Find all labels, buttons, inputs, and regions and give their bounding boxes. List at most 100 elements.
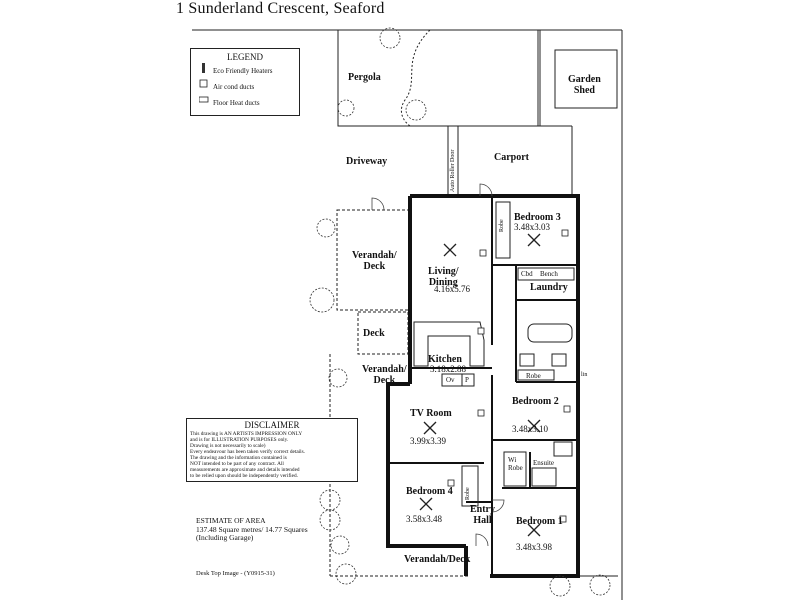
disclaimer-line: This drawing is AN ARTISTS IMPRESSION ON… [190,431,303,437]
living-dining-size: 4.16x5.76 [434,284,470,294]
estimate-line-2: (Including Garage) [196,533,254,542]
basin [519,353,535,367]
air-cond-duct-icon [559,515,567,523]
robe-b4-box [461,465,479,507]
air-cond-duct-icon [447,479,455,487]
tree-icon [335,563,357,585]
legend-item-air-cond: Air cond ducts [213,83,255,91]
fan-icon [419,497,433,511]
pergola-label: Pergola [348,72,381,83]
pergola-path-curve [400,29,431,127]
tree-icon [405,99,427,121]
disclaimer-line: and is for ILLUSTRATION PURPOSES only. [190,437,289,443]
estimate-heading: ESTIMATE OF AREA [196,516,266,525]
driveway-label: Driveway [346,156,388,167]
tv-room-size: 3.99x3.39 [410,436,446,446]
legend-symbols [199,63,209,103]
tree-icon [589,574,611,596]
garden-shed-outline [554,49,618,109]
footer-credit: Desk Top Image - (Y0915-31) [196,570,275,577]
wall-bed1-south-east [490,440,580,578]
carport-label: Carport [494,152,529,163]
bedroom-4-size: 3.58x3.48 [406,514,442,524]
tree-icon [379,27,401,49]
ensuite-shower [531,467,557,487]
tree-icon [328,368,348,388]
legend-box: LEGEND Eco Friendly Heaters Air cond duc… [190,48,300,116]
floor-heat-duct-icon [199,96,209,103]
legend-item-floor-heat: Floor Heat ducts [213,99,260,107]
bath-tub [527,323,573,343]
fan-icon [527,523,541,537]
bedroom-3-label: Bedroom 3 [514,212,561,223]
tree-icon [316,218,336,238]
bedroom-4-label: Bedroom 4 [406,486,453,497]
wi-robe-label: Wi Robe [508,456,523,472]
ensuite-basin [553,441,573,457]
air-cond-duct-icon [477,409,485,417]
robe-b3-label: Robe [499,219,505,232]
cbd-label: Cbd [521,270,533,278]
door-swing [371,197,385,211]
eco-heater-icon [202,63,205,73]
tree-icon [330,535,350,555]
lin-label: lin [581,372,588,378]
living-dining-label: Living/ Dining [428,266,459,288]
oven-label: Ov [446,376,455,384]
laundry-label: Laundry [530,282,568,293]
air-cond-duct-icon [563,405,571,413]
disclaimer-heading: DISCLAIMER [244,420,300,430]
cbd-bench-box [517,267,575,281]
air-cond-duct-icon [561,229,569,237]
robe-b3-box [495,201,511,259]
fan-icon [443,243,457,257]
ensuite-label: Ensuite [533,459,554,467]
disclaimer-line: Every endeavour has been taken verify co… [190,449,306,455]
estimate-of-area: ESTIMATE OF AREA 137.48 Square metres/ 1… [196,516,308,543]
bedroom-2-label: Bedroom 2 [512,396,559,407]
house-walls [386,194,580,578]
estimate-line-1: 137.48 Square metres/ 14.77 Squares [196,524,308,534]
disclaimer-line: Drawing is not necessarily to scale) [190,443,266,449]
door-swing [475,533,489,547]
door-swing [491,499,505,513]
kitchen-label: Kitchen [428,354,462,365]
disclaimer-box: DISCLAIMER This drawing is AN ARTISTS IM… [186,418,358,482]
verandah-deck-label-1: Verandah/ Deck [352,250,397,272]
bench-label: Bench [540,270,558,278]
tree-icon [309,287,335,313]
fan-icon [527,233,541,247]
fan-icon [423,421,437,435]
deck-label: Deck [363,328,385,339]
disclaimer-line: measurements are approximate and details… [190,467,300,473]
tree-icon [319,509,341,531]
garden-shed-label: Garden Shed [568,74,601,96]
wall-north-east [410,194,580,440]
bedroom-3-size: 3.48x3.03 [514,222,550,232]
bedroom-2-size: 3.48x3.10 [512,424,548,434]
bedroom-1-label: Bedroom 1 [516,516,563,527]
fan-icon [527,419,541,433]
tv-room-label: TV Room [410,408,452,419]
disclaimer-line: The drawing and the information containe… [190,455,287,461]
robe-b4-label: Robe [465,487,471,500]
pantry-box [461,373,475,387]
air-cond-duct-icon [479,249,487,257]
air-cond-duct-icon [477,327,485,335]
robe-b2-box [517,369,555,381]
pantry-label: P [465,376,469,384]
disclaimer-line: NOT intended to be part of any contract.… [190,461,284,467]
toilet [551,353,567,367]
entry-hall-label: Entry Hall [470,504,495,526]
robe-b2-label: Robe [526,372,541,380]
legend-heading: LEGEND [227,52,263,62]
wi-robe-box [503,451,527,487]
verandah-deck-label-3: Verandah/Deck [404,554,471,565]
kitchen-size: 3.18x2.88 [430,364,466,374]
wall-tv-bed4-west [386,382,466,548]
auto-roller-door-label: Auto Roller Door [450,149,456,192]
verandah-deck-label-2: Verandah/ Deck [362,364,407,386]
disclaimer-line: to be relied upon should be independentl… [190,473,298,479]
bedroom-1-size: 3.48x3.98 [516,542,552,552]
